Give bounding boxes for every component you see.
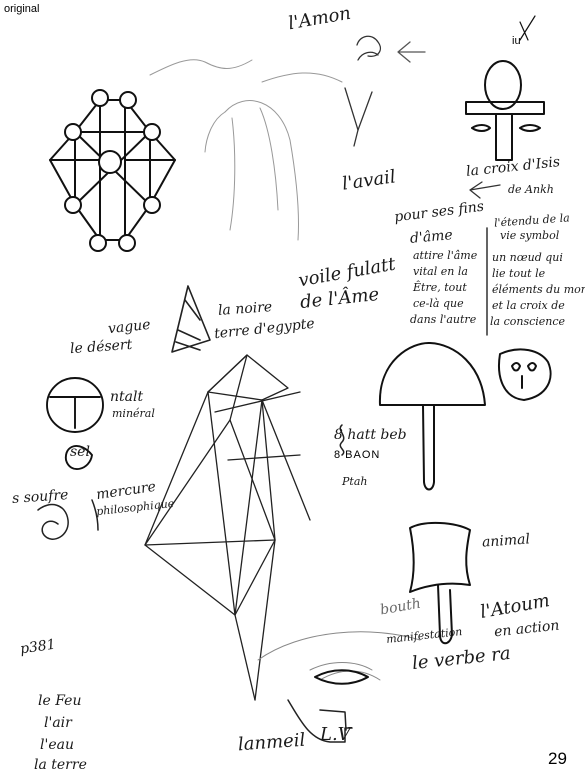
note-col-right-1: lie tout le — [492, 268, 545, 279]
mushroom-figure — [380, 343, 485, 490]
mercury-scribble — [38, 500, 98, 539]
octahedron-drawing — [145, 355, 310, 700]
note-croix-2: de Ankh — [508, 184, 554, 195]
note-iu: iu — [512, 36, 521, 47]
note-hattbeb: 8 hatt beb — [334, 428, 407, 442]
note-ntalt: ntalt — [110, 390, 143, 404]
note-col-left-1: vital en la — [413, 266, 468, 277]
small-sketch — [172, 286, 210, 352]
note-col-right-3: et la croix de — [492, 300, 565, 311]
note-col-left-4: dans l'autre — [410, 314, 476, 325]
amon-sketch — [345, 36, 425, 146]
note-col-right-4: la conscience — [490, 316, 565, 327]
note-mineral: minéral — [112, 408, 155, 419]
note-baon: 8 BAON — [334, 450, 380, 461]
top-left-label: original — [4, 4, 39, 15]
note-col-left-0: attire l'âme — [413, 250, 477, 261]
arrow-left — [470, 182, 500, 198]
note-col-right-head-1: vie symbol — [500, 230, 559, 241]
note-col-left-3: ce-là que — [413, 298, 464, 309]
note-lanmeil: lanmeil — [237, 732, 305, 755]
note-element-eau: l'eau — [40, 738, 74, 752]
note-ptah: Ptah — [342, 476, 367, 487]
note-la-noire: la noire — [218, 300, 273, 318]
note-lv: L.V — [320, 726, 351, 744]
mask-face — [499, 349, 551, 400]
note-sel: sel — [70, 445, 90, 459]
veiled-figure — [205, 101, 299, 240]
note-soufre: s soufre — [12, 488, 69, 506]
note-element-terre: la terre — [34, 758, 87, 772]
lattice-diagram — [50, 90, 175, 251]
note-element-air: l'air — [44, 716, 72, 730]
note-vague: vague — [107, 318, 151, 336]
note-col-left-2: Être, tout — [413, 282, 467, 293]
note-animal: animal — [482, 532, 531, 549]
page-number: 29 — [548, 750, 567, 767]
note-col-right-2: éléments du monde — [492, 284, 585, 295]
note-col-right-0: un nœud qui — [492, 252, 563, 263]
ankh-drawing — [466, 16, 544, 160]
note-element-feu: le Feu — [38, 694, 81, 708]
note-d-ame: d'âme — [409, 228, 453, 246]
note-le-desert: le désert — [70, 338, 133, 356]
